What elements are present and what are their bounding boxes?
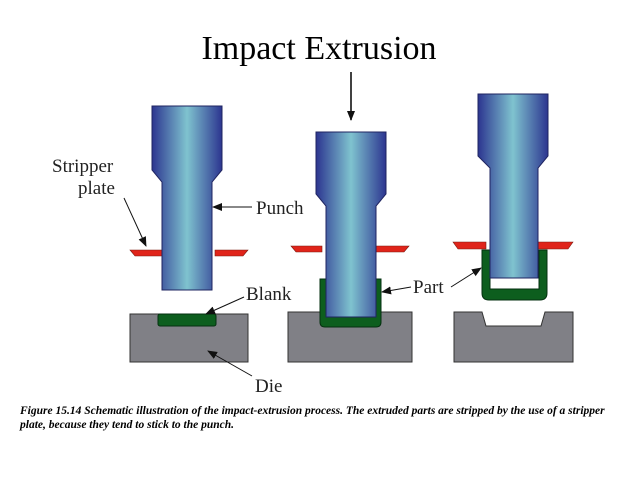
die-3 xyxy=(453,311,574,363)
part-label: Part xyxy=(413,277,444,298)
punch-2 xyxy=(315,131,387,318)
stage-2 xyxy=(287,131,413,363)
stripper-plate-label-line2: plate xyxy=(78,178,115,199)
stripper-plate-left-1 xyxy=(129,249,164,257)
blank-leader xyxy=(205,296,245,315)
die-label: Die xyxy=(255,376,282,397)
stripper-plate-right-3 xyxy=(537,241,574,250)
die-leader xyxy=(207,350,253,377)
part-leader-b xyxy=(450,267,482,288)
punch-label: Punch xyxy=(256,198,304,219)
blank-1 xyxy=(157,313,217,327)
stage-1 xyxy=(129,105,249,363)
punch-1 xyxy=(151,105,223,291)
punch-3 xyxy=(477,93,549,279)
stripper-plate-right-2 xyxy=(375,245,410,253)
stripper-plate-left-2 xyxy=(290,245,323,253)
part-leader-a xyxy=(381,286,412,295)
part-cup-3 xyxy=(481,249,548,301)
diagram-title: Impact Extrusion xyxy=(201,30,437,67)
blank-label: Blank xyxy=(246,284,292,305)
stripper-plate-left-3 xyxy=(452,241,487,250)
stripper-plate-leader xyxy=(123,197,147,247)
figure-caption: Figure 15.14 Schematic illustration of t… xyxy=(20,405,605,431)
stripper-plate-right-1 xyxy=(214,249,249,257)
stripper-plate-label-line1: Stripper xyxy=(52,156,114,177)
stage-3 xyxy=(452,93,574,363)
